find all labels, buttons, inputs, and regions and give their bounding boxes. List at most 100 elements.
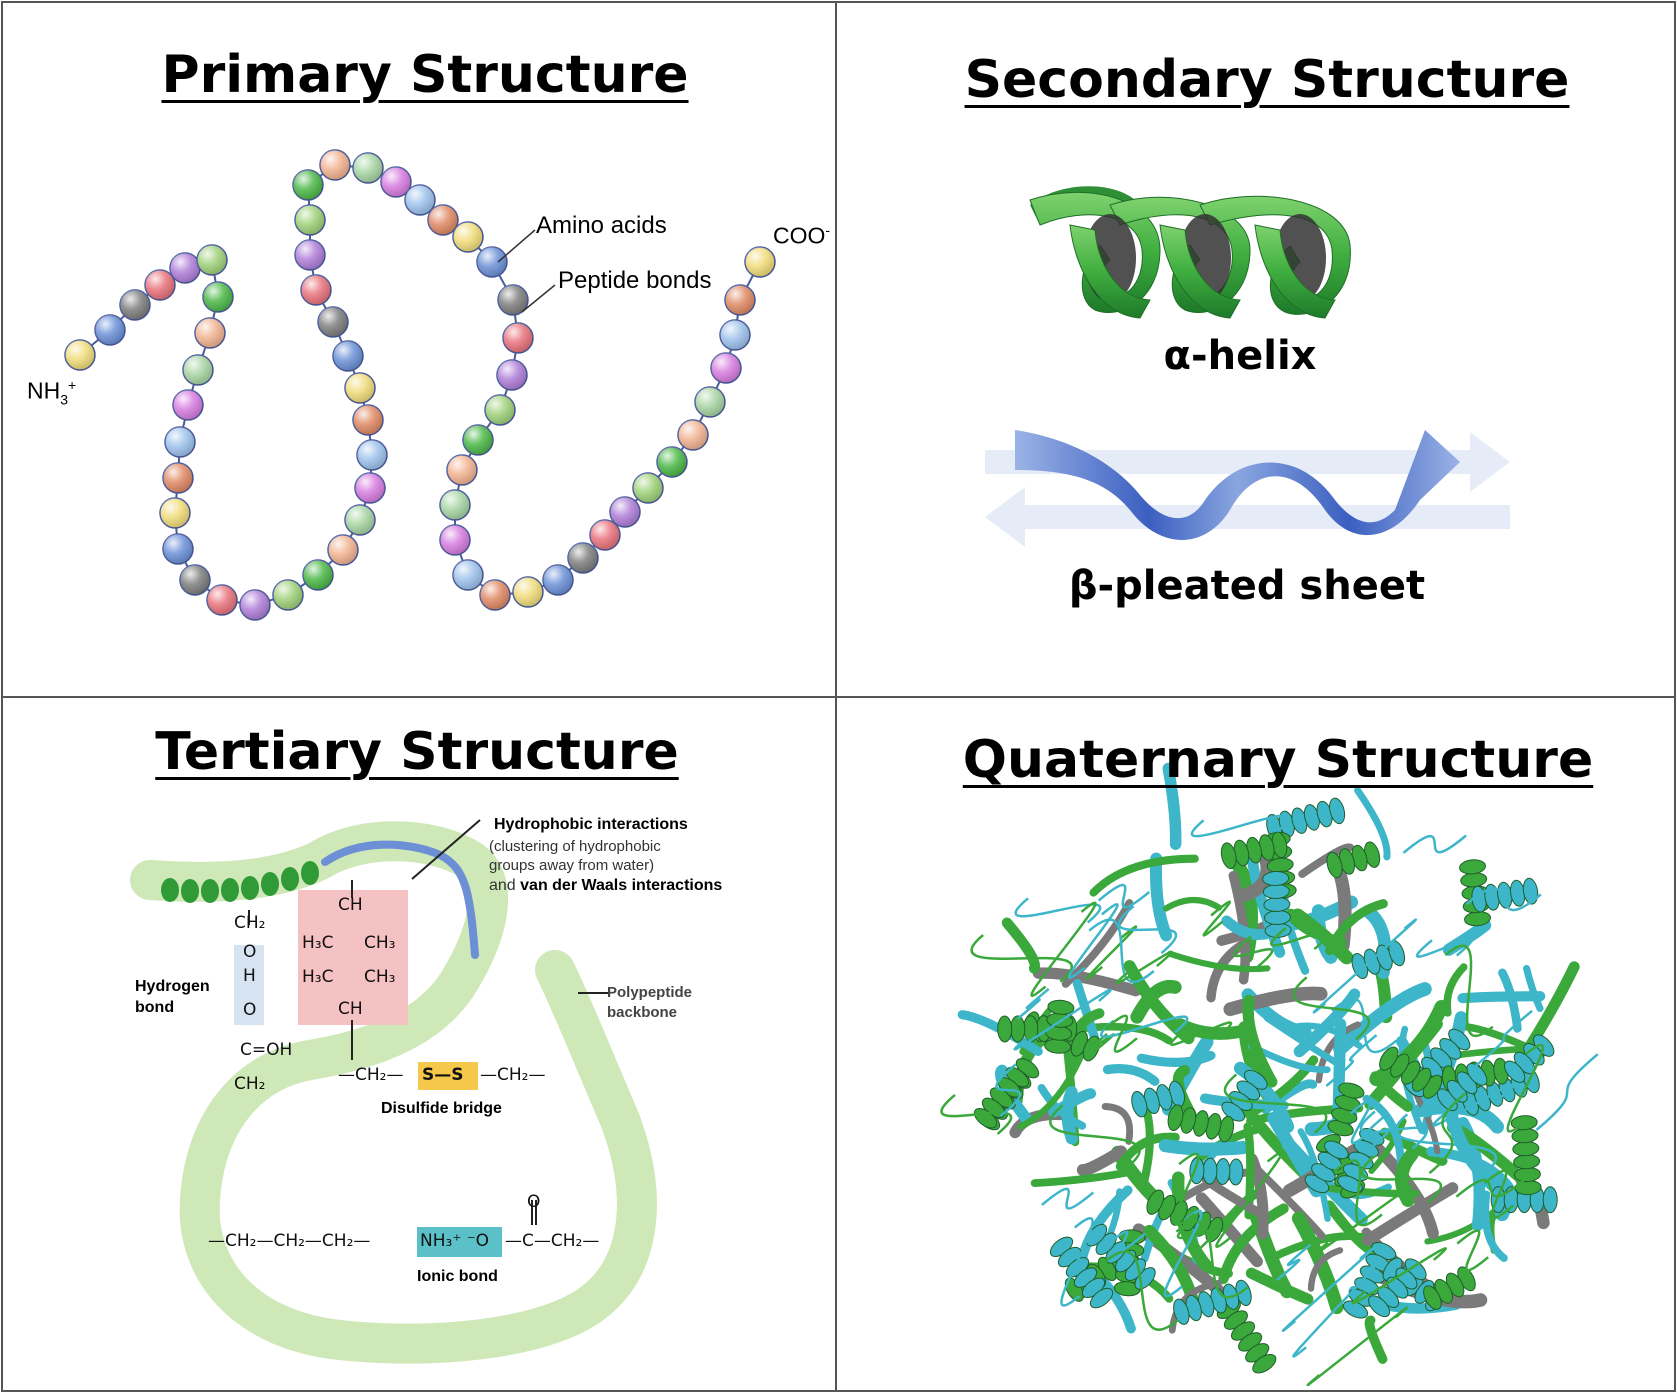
ribbon-helix-turn xyxy=(1131,1091,1148,1118)
amino-acid-bead-shine xyxy=(180,565,210,595)
amino-acid-bead-shine xyxy=(240,590,270,620)
ribbon-loop xyxy=(1097,883,1151,909)
hydrogen-bond-label-1: Hydrogen xyxy=(135,978,210,995)
amino-acid-bead-shine xyxy=(477,247,507,277)
ionic-box xyxy=(417,1227,502,1257)
ribbon-loop xyxy=(1104,1014,1138,1053)
amino-acids-label: Amino acids xyxy=(536,212,667,239)
ribbon-strand xyxy=(1481,1190,1508,1262)
ribbon-strand xyxy=(1523,964,1544,1012)
ribbon-loop xyxy=(1102,1230,1146,1252)
n-terminus-label: NH3+ xyxy=(27,377,76,407)
disulfide-box xyxy=(418,1062,478,1090)
hydrophobic-ch-bottom: CH xyxy=(338,999,363,1019)
amino-acid-beads xyxy=(64,149,776,621)
amino-acid-bead-shine xyxy=(293,170,323,200)
ribbon-loop xyxy=(1292,976,1371,1041)
ribbon-helix-turn xyxy=(1423,1285,1442,1310)
ribbon-helix-turn xyxy=(1342,1300,1369,1319)
alpha-helix-graphic xyxy=(1029,186,1351,319)
vdw-prefix: and xyxy=(489,877,521,894)
ribbon-loop xyxy=(1314,1185,1413,1255)
ribbon-strand xyxy=(1162,762,1182,850)
ribbon-loop xyxy=(1233,935,1274,970)
ribbon-loop xyxy=(940,1093,1013,1135)
amino-acid-bead-shine xyxy=(428,205,458,235)
ribbon-loop xyxy=(1117,905,1178,955)
vdw-text: van der Waals interactions xyxy=(520,877,723,894)
amino-acid-bead-shine xyxy=(513,577,543,607)
amino-acid-bead-shine xyxy=(207,585,237,615)
ribbon-strand xyxy=(1136,1050,1216,1068)
amino-acid-bead-shine xyxy=(568,543,598,573)
ribbon-helix-turn xyxy=(1337,1175,1363,1193)
ionic-carbonyl-o: O xyxy=(527,1192,541,1212)
ribbon-helix-turn xyxy=(1262,870,1290,887)
ribbon-helix-turn xyxy=(1089,1287,1114,1309)
hbond-ch2-top: CH₂ xyxy=(234,913,266,933)
amino-acid-bead-shine xyxy=(333,341,363,371)
amino-acid-bead-shine xyxy=(543,565,573,595)
ribbon-helix-turn xyxy=(1146,1189,1165,1215)
c-terminus-base: COO xyxy=(773,222,826,249)
ribbon-strand xyxy=(1298,843,1355,878)
amino-acid-bead-shine xyxy=(725,285,755,315)
hbond-o-top: O xyxy=(243,942,257,962)
peptide-label-pointer xyxy=(521,284,556,313)
amino-acid-bead-shine xyxy=(353,153,383,183)
backbone-label-2: backbone xyxy=(607,1004,678,1021)
amino-acid-bead-shine xyxy=(303,560,333,590)
amino-acid-bead-shine xyxy=(295,240,325,270)
ribbon-strand xyxy=(1442,919,1492,956)
ribbon-loop xyxy=(1331,997,1398,1054)
ribbon-strand xyxy=(1166,950,1271,973)
ribbon-strand xyxy=(957,1010,1043,1056)
amino-acid-bead-shine xyxy=(173,390,203,420)
ribbon-strand xyxy=(1248,1160,1326,1240)
ribbon-loop xyxy=(1402,834,1467,854)
ribbon-helix-turn xyxy=(1173,1298,1190,1325)
amino-acid-bead-shine xyxy=(163,534,193,564)
ribbon-helix-turn xyxy=(1522,877,1539,905)
ribbon-loop xyxy=(995,1063,1022,1117)
ribbon-loop xyxy=(1432,1083,1515,1127)
ribbon-helix-turn xyxy=(1228,1158,1244,1186)
ribbon-strand xyxy=(1218,1203,1289,1285)
hydrophobic-ch-top: CH xyxy=(338,895,363,915)
ribbon-strand xyxy=(1245,1267,1314,1305)
ribbon-loop xyxy=(1455,1178,1526,1198)
ribbon-helix-turn xyxy=(1202,1157,1218,1185)
ribbon-strand xyxy=(1102,1064,1160,1086)
ribbon-loop xyxy=(1099,1015,1189,1038)
ribbon-helix-turn xyxy=(1324,1140,1349,1160)
ribbon-strand xyxy=(1370,1071,1413,1112)
ribbon-loop xyxy=(1275,1243,1312,1282)
ribbon-loop xyxy=(1456,1229,1489,1272)
ribbon-helix-turn xyxy=(1010,1015,1026,1043)
quaternary-protein-ribbon xyxy=(940,762,1599,1387)
secondary-title: Secondary Structure xyxy=(964,50,1570,110)
ribbon-strand xyxy=(1368,1118,1407,1174)
ribbon-strand xyxy=(1101,1103,1134,1145)
amino-acid-bead-shine xyxy=(440,525,470,555)
amino-acid-bead-shine xyxy=(745,247,775,277)
amino-acid-bead-shine xyxy=(195,318,225,348)
ribbon-strand xyxy=(1163,896,1223,912)
ribbon-loop xyxy=(1060,1217,1094,1307)
ribbon-loop xyxy=(1359,1110,1428,1150)
ribbon-loop xyxy=(970,934,1073,983)
amino-acid-bead-shine xyxy=(610,497,640,527)
hydrophobic-title-label: Hydrophobic interactions xyxy=(494,816,688,833)
amino-label-pointer xyxy=(497,229,536,263)
ionic-chain-right: —C—CH₂— xyxy=(505,1231,600,1251)
amino-acid-bead-shine xyxy=(170,253,200,283)
tertiary-bond-lines xyxy=(248,819,610,1225)
ribbon-loop xyxy=(1270,927,1331,951)
amino-acid-bead-shine xyxy=(353,405,383,435)
ribbon-strand xyxy=(1354,786,1391,861)
ribbon-helix-turn xyxy=(1513,1154,1541,1170)
ribbon-loop xyxy=(1281,1247,1374,1332)
ribbon-strand xyxy=(1364,1018,1443,1110)
amino-acid-bead-shine xyxy=(273,580,303,610)
